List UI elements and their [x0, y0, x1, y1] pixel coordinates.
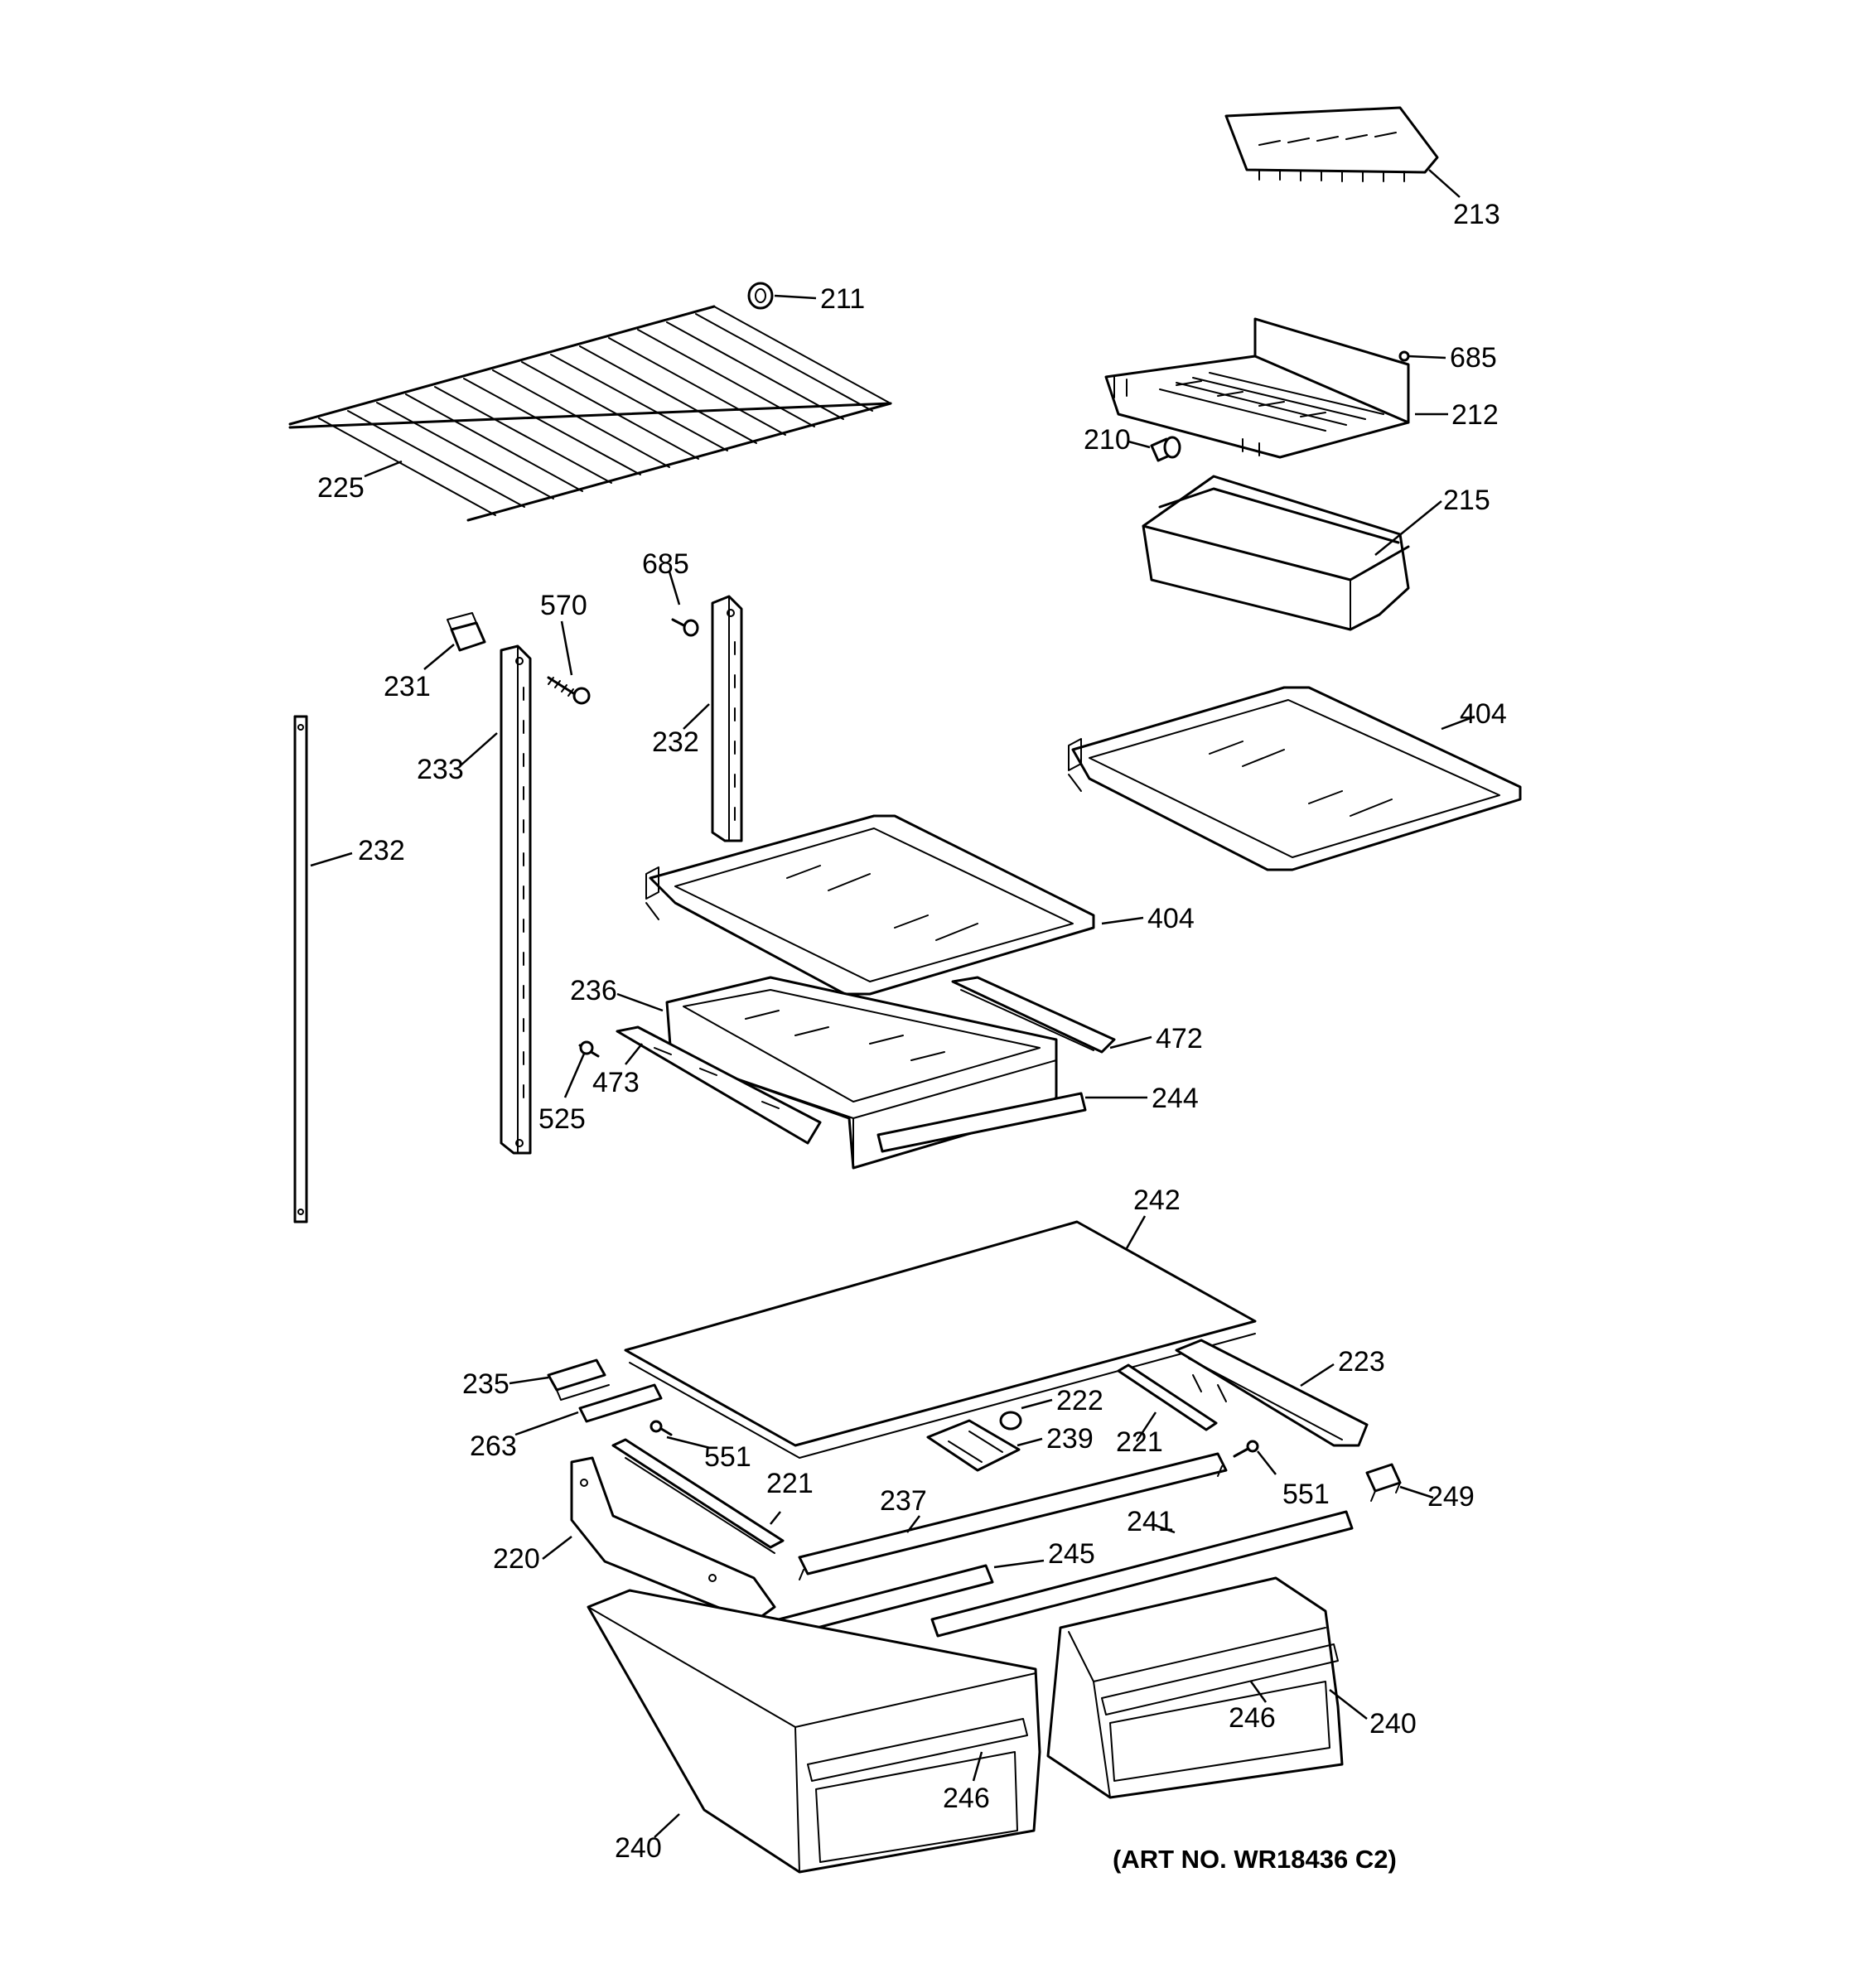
roller-222-part [999, 1411, 1022, 1431]
callout-233: 233 [417, 754, 464, 785]
cover-rail-241-part [930, 1510, 1354, 1638]
callout-685-middle: 685 [642, 548, 689, 580]
slide-rail-472-part [951, 976, 1116, 1054]
frame-235-part [547, 1358, 610, 1401]
callout-231: 231 [384, 671, 431, 702]
screw-part-525 [578, 1040, 600, 1058]
slide-223-part [1175, 1339, 1369, 1447]
callout-404-upper: 404 [1460, 698, 1507, 730]
callout-221-right: 221 [1116, 1426, 1163, 1458]
screw-551a-part [650, 1420, 673, 1436]
stop-249-part [1365, 1463, 1402, 1502]
crisper-drawer-right-part [1046, 1576, 1344, 1799]
screw-part-685 [671, 618, 699, 637]
callout-570: 570 [540, 590, 587, 621]
callout-241: 241 [1127, 1506, 1174, 1537]
callout-232-left: 232 [358, 835, 405, 866]
slide-rail-473-part [616, 1025, 822, 1145]
callout-245: 245 [1048, 1538, 1095, 1570]
shelf-ladder-rail-part [500, 644, 532, 1155]
callout-472: 472 [1156, 1023, 1203, 1054]
callout-685-upper: 685 [1450, 342, 1497, 374]
callout-232-middle: 232 [652, 726, 699, 758]
callout-525: 525 [538, 1103, 586, 1135]
callout-246-right: 246 [1229, 1702, 1276, 1734]
callout-244: 244 [1152, 1083, 1199, 1114]
callout-246-left: 246 [943, 1783, 990, 1814]
callout-240-right: 240 [1369, 1708, 1417, 1740]
glass-shelf-middle-part [645, 814, 1095, 996]
ice-storage-pan-part [1142, 475, 1410, 631]
shelf-ladder-rail-middle-part [711, 595, 743, 842]
callout-404-middle: 404 [1147, 903, 1195, 934]
side-bracket-220-part [570, 1456, 776, 1624]
glass-shelf-upper-part [1068, 686, 1522, 871]
rail-221-left-part [611, 1438, 785, 1554]
art-number: (ART NO. WR18436 C2) [1113, 1845, 1397, 1874]
ice-tray-part [1224, 106, 1439, 182]
callout-235: 235 [462, 1368, 509, 1400]
callout-210: 210 [1084, 424, 1131, 456]
callout-473: 473 [592, 1067, 640, 1098]
bracket-239-part [926, 1419, 1021, 1472]
callout-249: 249 [1427, 1481, 1475, 1513]
screw-part [1398, 350, 1410, 362]
crisper-glass-cover-part [624, 1220, 1257, 1459]
freezer-shelf-part [1104, 317, 1410, 459]
callout-551-right: 551 [1282, 1479, 1330, 1510]
callout-220: 220 [493, 1543, 540, 1575]
leader-lines [310, 169, 1475, 1838]
callout-213: 213 [1453, 199, 1500, 230]
callout-239: 239 [1046, 1423, 1094, 1455]
cross-rail-237-part [798, 1452, 1228, 1580]
callout-215: 215 [1443, 485, 1490, 516]
knob-part [1150, 436, 1181, 462]
callout-212: 212 [1451, 399, 1499, 431]
callout-237: 237 [880, 1485, 927, 1517]
shelf-rail-left-part [293, 715, 308, 1223]
callout-240-left: 240 [615, 1832, 662, 1864]
callout-551-left: 551 [704, 1441, 751, 1473]
callout-223: 223 [1338, 1346, 1385, 1378]
callout-263: 263 [470, 1431, 517, 1462]
crisper-handle-part [876, 1092, 1087, 1153]
callout-236: 236 [570, 975, 617, 1006]
callout-labels: 213 211 685 212 210 225 215 685 570 231 … [317, 199, 1507, 1874]
callout-242: 242 [1133, 1185, 1181, 1216]
wire-shelf-part [288, 305, 892, 522]
rail-221-right-part [1117, 1363, 1218, 1431]
shelf-bushing-part [747, 282, 774, 310]
shelf-stop-clip-part [447, 612, 486, 652]
callout-222: 222 [1056, 1385, 1103, 1416]
callout-225: 225 [317, 472, 365, 504]
callout-211: 211 [820, 283, 865, 315]
screw-part-570 [547, 676, 591, 705]
crisper-drawer-left-part [587, 1589, 1041, 1874]
frame-263-part [578, 1383, 663, 1423]
screw-551b-part [1233, 1440, 1259, 1458]
callout-221-left: 221 [766, 1468, 814, 1499]
